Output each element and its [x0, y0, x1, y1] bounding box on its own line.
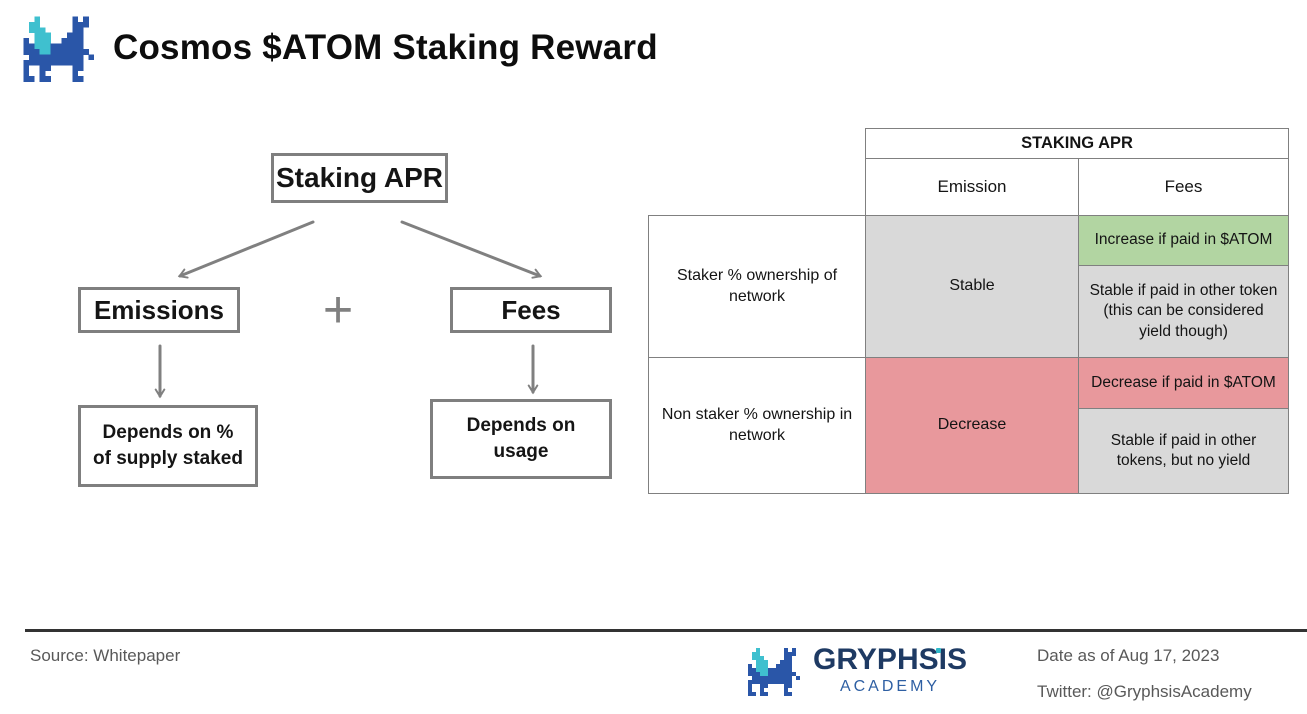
- twitter-note: Twitter: @GryphsisAcademy: [1037, 682, 1252, 701]
- date-note: Date as of Aug 17, 2023: [1037, 646, 1220, 665]
- gryphsis-dragon-logo-icon: [748, 648, 800, 696]
- footer-divider: [25, 629, 1307, 632]
- flow-node-depends-usage: Depends on usage: [430, 399, 612, 479]
- brand-i-dot-icon: [936, 648, 941, 653]
- flow-node-depends-supply: Depends on % of supply staked: [78, 405, 258, 487]
- page-title: Cosmos $ATOM Staking Reward: [113, 28, 658, 67]
- flow-node-emissions: Emissions: [78, 287, 240, 333]
- column-header-emission: Emission: [865, 158, 1079, 216]
- brand-subtitle: ACADEMY: [839, 678, 941, 695]
- flow-node-fees: Fees: [450, 287, 612, 333]
- brand-name: GRYPHSIS: [813, 643, 967, 676]
- cell-staker-fees-other: Stable if paid in other token (this can …: [1078, 265, 1289, 358]
- plus-operator: +: [322, 281, 354, 339]
- brand-lockup: GRYPHSIS ACADEMY: [806, 643, 974, 696]
- row-label-staker: Staker % ownership of network: [648, 215, 866, 358]
- row-label-non-staker: Non staker % ownership in network: [648, 357, 866, 494]
- cell-non-staker-fees-atom: Decrease if paid in $ATOM: [1078, 357, 1289, 409]
- cell-non-staker-emission: Decrease: [865, 357, 1079, 494]
- gryphsis-dragon-logo-icon: [23, 16, 94, 82]
- cell-staker-emission: Stable: [865, 215, 1079, 358]
- table-title-cell: STAKING APR: [865, 128, 1289, 159]
- source-note: Source: Whitepaper: [30, 646, 181, 665]
- staking-apr-table: STAKING APR Emission Fees Staker % owner…: [648, 128, 1289, 494]
- cell-non-staker-fees-other: Stable if paid in other tokens, but no y…: [1078, 408, 1289, 494]
- column-header-fees: Fees: [1078, 158, 1289, 216]
- cell-staker-fees-atom: Increase if paid in $ATOM: [1078, 215, 1289, 266]
- flow-node-staking-apr: Staking APR: [271, 153, 448, 203]
